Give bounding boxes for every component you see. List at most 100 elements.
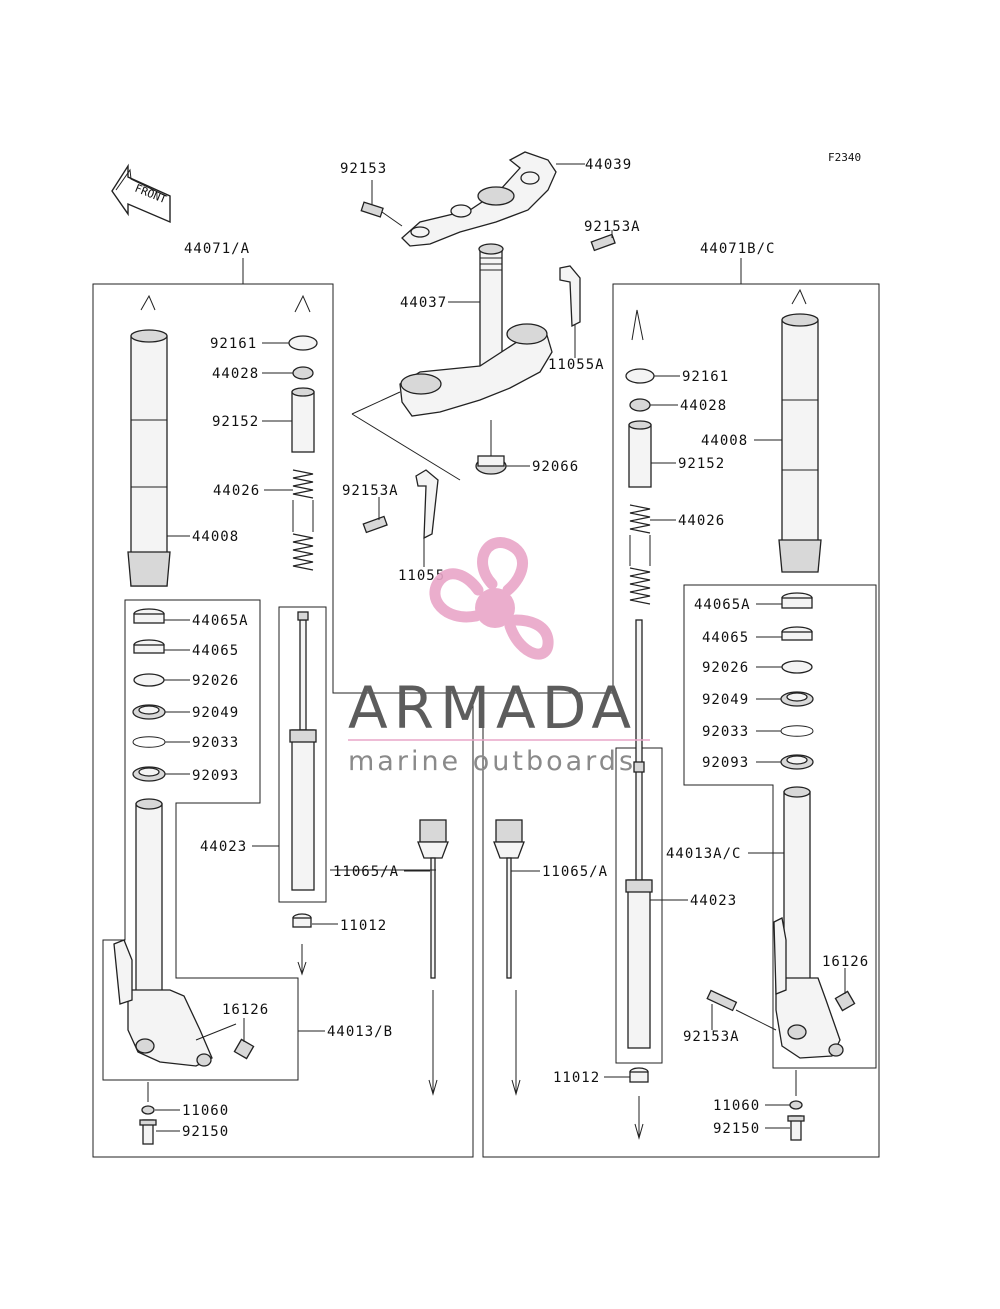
left-dustseal-92093	[132, 766, 166, 782]
right-outer-tube-44008	[778, 313, 822, 573]
right-spacer-92152	[628, 420, 652, 488]
label-r-44008: 44008	[701, 433, 748, 449]
right-damper-44023	[625, 619, 653, 1049]
label-r-11012: 11012	[553, 1070, 600, 1086]
label-l-44023: 44023	[200, 839, 247, 855]
left-cap-92161	[288, 335, 318, 351]
left-inner-tube-44013b	[113, 798, 213, 1067]
label-r-92152: 92152	[678, 456, 725, 472]
label-92066: 92066	[532, 459, 579, 475]
label-r-44065: 44065	[702, 630, 749, 646]
label-l-92026: 92026	[192, 673, 239, 689]
left-fork-outline	[92, 283, 474, 1158]
right-bolt-92150	[787, 1115, 805, 1141]
label-r-11065a: 11065/A	[542, 864, 608, 880]
label-r-92161: 92161	[682, 369, 729, 385]
label-44037: 44037	[400, 295, 447, 311]
armada-logo-icon	[429, 537, 554, 660]
bracket-11055	[415, 469, 439, 540]
left-oilseal-92049	[132, 704, 166, 720]
label-r-92033: 92033	[702, 724, 749, 740]
left-spring-44026	[292, 469, 314, 571]
bolt-92153a-top	[590, 233, 616, 252]
left-damper-44023	[289, 611, 317, 891]
left-washer-11060	[141, 1105, 155, 1115]
right-spring-44026	[629, 504, 651, 605]
left-lower-box	[102, 599, 299, 1081]
label-44039: 44039	[585, 157, 632, 173]
label-92153-top: 92153	[340, 161, 387, 177]
label-r-44065a: 44065A	[694, 597, 751, 613]
right-collar-11012	[629, 1067, 649, 1083]
label-r-16126: 16126	[822, 954, 869, 970]
left-collar-11012	[292, 913, 312, 928]
label-l-11060: 11060	[182, 1103, 229, 1119]
label-l-44065: 44065	[192, 643, 239, 659]
label-l-92093: 92093	[192, 768, 239, 784]
left-washer-92026	[133, 673, 165, 687]
label-l-92150: 92150	[182, 1124, 229, 1140]
left-bolt-92150	[139, 1119, 157, 1145]
label-l-44008: 44008	[192, 529, 239, 545]
left-seal-44028	[292, 366, 314, 380]
label-11055a: 11055A	[548, 357, 605, 373]
label-r-92049: 92049	[702, 692, 749, 708]
label-r-11060: 11060	[713, 1098, 760, 1114]
label-l-44013b: 44013/B	[327, 1024, 393, 1040]
label-l-44026: 44026	[213, 483, 260, 499]
label-r-44026: 44026	[678, 513, 725, 529]
label-l-44028: 44028	[212, 366, 259, 382]
label-92153a-top: 92153A	[584, 219, 641, 235]
label-r-92153a: 92153A	[683, 1029, 740, 1045]
bolt-92153-top	[360, 201, 384, 218]
right-dustseal-92093	[780, 754, 814, 770]
right-bush-44065a	[781, 592, 813, 609]
label-r-44028: 44028	[680, 398, 727, 414]
bracket-11055a	[559, 265, 581, 328]
label-r-92093: 92093	[702, 755, 749, 771]
left-bush-44065a	[133, 608, 165, 624]
left-adjuster-11065a	[417, 819, 449, 979]
label-l-11012: 11012	[340, 918, 387, 934]
left-circlip-92033	[132, 736, 166, 748]
right-bush-44065	[781, 626, 813, 641]
front-arrow-icon: FRONT	[111, 163, 171, 224]
right-oilseal-92049	[780, 691, 814, 707]
left-bush-44065	[133, 639, 165, 654]
label-l-16126: 16126	[222, 1002, 269, 1018]
label-11055: 11055	[398, 568, 445, 584]
left-seal-kit	[132, 608, 166, 782]
left-spacer-92152	[291, 387, 315, 453]
right-damper-box	[615, 747, 663, 1064]
left-bolt-16126	[233, 1038, 255, 1060]
label-l-92049: 92049	[192, 705, 239, 721]
right-seal-44028	[629, 398, 651, 412]
left-outer-tube-44008	[127, 329, 171, 587]
label-l-92152: 92152	[212, 414, 259, 430]
label-l-92161: 92161	[210, 336, 257, 352]
right-cap-92161	[625, 368, 655, 384]
right-inner-tube-44013ac	[773, 786, 844, 1059]
right-washer-92026	[781, 660, 813, 674]
bolt-92153a-mid	[362, 515, 388, 534]
right-seal-kit	[780, 592, 814, 770]
steering-stem	[399, 243, 553, 417]
label-r-44013ac: 44013A/C	[666, 846, 741, 862]
right-circlip-92033	[780, 725, 814, 737]
watermark-brand: ARMADA	[348, 674, 637, 742]
right-adjuster-11065a	[493, 819, 525, 979]
label-44071a: 44071/A	[184, 241, 250, 257]
label-92153a-mid: 92153A	[342, 483, 399, 499]
watermark-tagline: marine outboards	[348, 746, 636, 777]
label-r-92026: 92026	[702, 660, 749, 676]
label-l-44065a: 44065A	[192, 613, 249, 629]
label-r-44023: 44023	[690, 893, 737, 909]
label-44071bc: 44071B/C	[700, 241, 775, 257]
left-damper-box	[278, 606, 327, 903]
label-l-92033: 92033	[192, 735, 239, 751]
right-lower-box	[683, 584, 877, 1069]
label-r-92150: 92150	[713, 1121, 760, 1137]
right-bolt-16126	[834, 990, 856, 1012]
stem-nut-92066	[475, 455, 507, 475]
figure-code: F2340	[828, 151, 861, 164]
